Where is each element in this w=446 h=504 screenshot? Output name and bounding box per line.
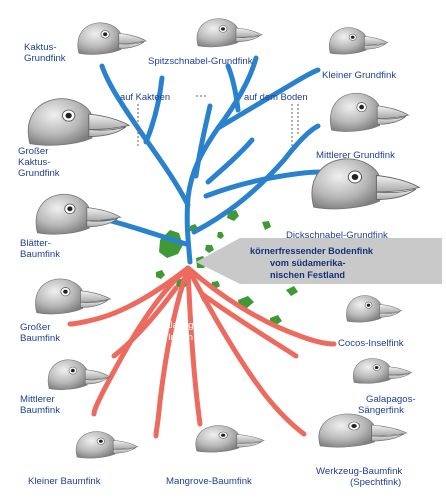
label-grosser-baumfink-2: Baumfink [20, 333, 60, 344]
label-dickschnabel: Dickschnabel-Grundfink [286, 230, 388, 241]
label-kaktus-grundfink-2: Grundfink [24, 53, 66, 64]
label-cocos: Cocos-Inselfink [338, 338, 404, 349]
label-saenger-2: Sängerfink [358, 405, 404, 416]
category-label-cactus: auf Kakteen [120, 91, 170, 102]
label-mangrove: Mangrove-Baumfink [166, 476, 252, 487]
category-label-ground: auf dem Boden [244, 91, 308, 102]
label-saenger: Galapagos- [366, 394, 416, 405]
label-mittlerer-baumfink: Mittlerer [20, 394, 55, 405]
category-dashes [138, 96, 298, 148]
finch-head-icon [346, 296, 401, 323]
ancestor-line-2: vom südamerika- [270, 258, 346, 268]
finch-head-icon [36, 194, 121, 234]
finch-head-icon [329, 28, 388, 55]
label-blaetter-2: Baumfink [20, 249, 60, 260]
label-spitzschnabel: Spitzschnabel-Grundfink [148, 56, 253, 67]
label-grosser-kaktus-3: Grundfink [18, 168, 60, 179]
finch-head-icon [48, 360, 110, 390]
label-grosser-kaktus: Großer [18, 146, 49, 157]
finch-head-icon [76, 432, 138, 459]
finch-head-icon [36, 279, 111, 314]
finch-head-icon [197, 19, 262, 47]
finch-head-icon [78, 23, 146, 55]
islands-label-2: Inseln [168, 331, 193, 342]
label-kaktus-grundfink: Kaktus- [24, 42, 57, 53]
finch-head-icon [330, 93, 408, 131]
label-grosser-kaktus-2: Kaktus- [18, 157, 51, 168]
label-werkzeug-2: (Spechtfink) [350, 477, 401, 488]
label-grosser-baumfink: Großer [20, 322, 51, 333]
label-werkzeug: Werkzeug-Baumfink [316, 466, 402, 477]
ancestor-line-1: körnerfressender Bodenfink [250, 246, 374, 256]
finch-head-icon [196, 426, 264, 453]
ancestor-line-3: nischen Festland [270, 270, 345, 280]
finch-head-icon [319, 414, 407, 447]
finch-head-icon [353, 358, 412, 383]
label-mittlerer-grundfink: Mittlerer Grundfink [316, 150, 395, 161]
blue-branches [72, 58, 320, 262]
label-mittlerer-baumfink-2: Baumfink [20, 405, 60, 416]
finch-head-icon [28, 99, 129, 146]
finch-head-icon [312, 159, 419, 209]
islands-label: Galapagos- [158, 319, 206, 330]
label-kleiner-grundfink: Kleiner Grundfink [322, 70, 396, 81]
label-blaetter: Blätter- [20, 238, 51, 249]
label-kleiner-baumfink: Kleiner Baumfink [28, 476, 101, 487]
